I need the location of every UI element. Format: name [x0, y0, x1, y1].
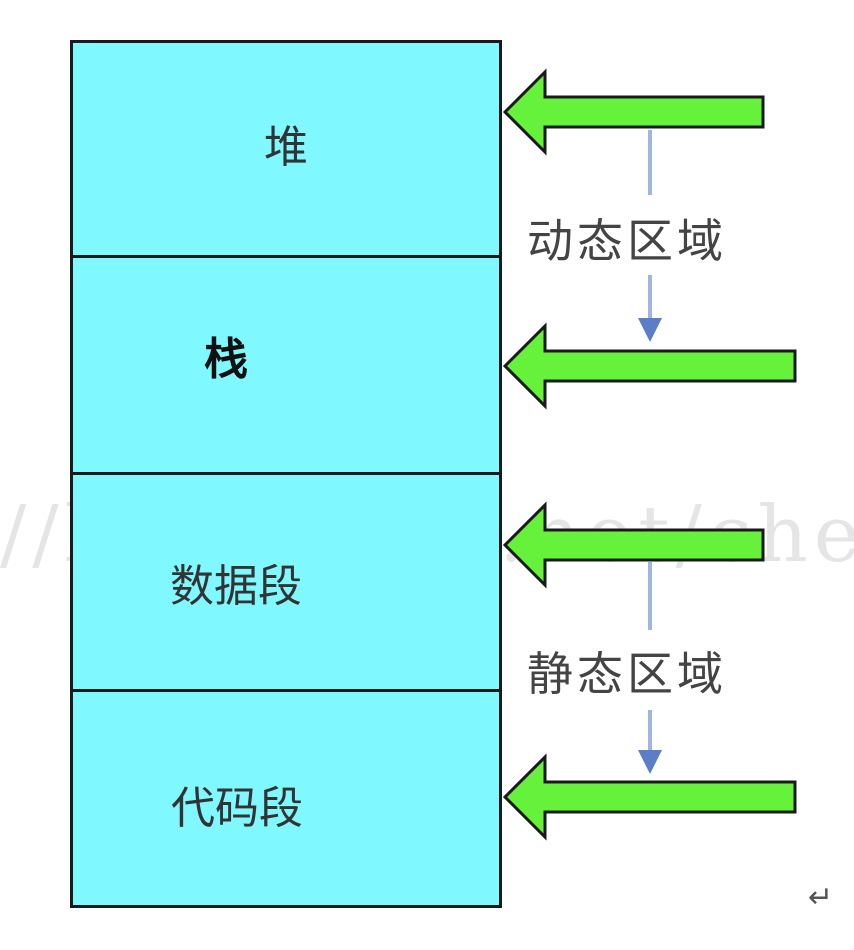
- code-segment-label: 代码段: [171, 782, 303, 834]
- data-segment: 数据段: [73, 475, 499, 692]
- return-mark-icon: ↵: [808, 880, 834, 915]
- data-segment-arrow: [502, 501, 765, 589]
- static-guide-arrowhead: [638, 750, 662, 774]
- stack-label: 栈: [204, 334, 248, 385]
- memory-layout-block: 堆 栈 数据段 代码段: [70, 40, 502, 908]
- dynamic-region-label: 动态区域: [527, 214, 727, 268]
- code-segment-arrow: [502, 753, 797, 841]
- data-segment-label: 数据段: [170, 561, 302, 612]
- dynamic-guide-arrowhead: [638, 318, 662, 342]
- static-region-label: 静态区域: [527, 647, 727, 701]
- heap-arrow: [502, 68, 765, 156]
- code-segment: 代码段: [73, 692, 499, 905]
- stack-segment: 栈: [73, 258, 499, 475]
- heap-label: 堆: [264, 122, 308, 173]
- stack-arrow: [502, 322, 797, 410]
- heap-segment: 堆: [73, 43, 499, 258]
